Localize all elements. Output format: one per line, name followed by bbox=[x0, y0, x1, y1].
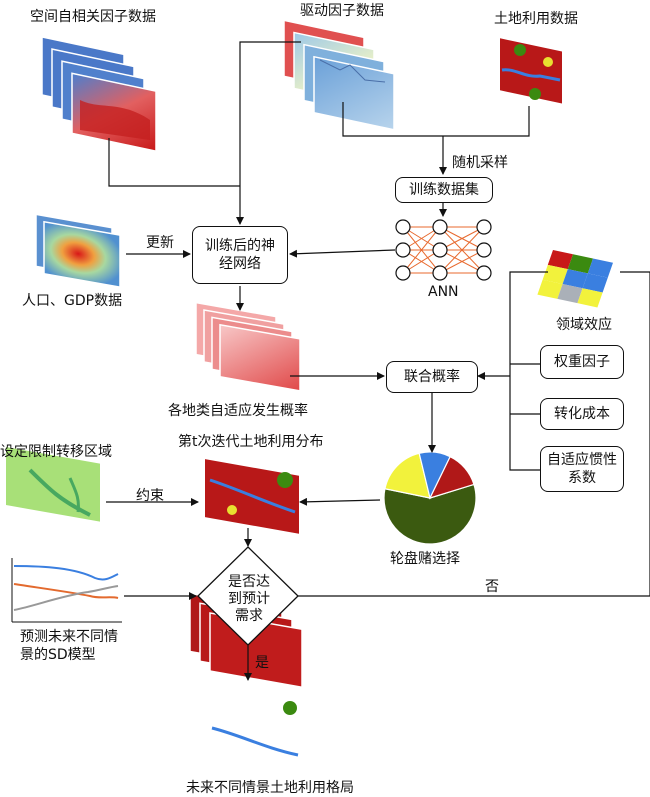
land-use-label: 土地利用数据 bbox=[494, 11, 578, 27]
iteration-map bbox=[205, 459, 299, 534]
roulette-label: 轮盘赌选择 bbox=[390, 551, 460, 567]
restricted-area-label: 设定限制转移区域 bbox=[0, 444, 112, 460]
conversion-cost-box: 转化成本 bbox=[540, 398, 624, 430]
occurrence-prob-label: 各地类自适应发生概率 bbox=[168, 403, 308, 419]
pop-gdp-label: 人口、GDP数据 bbox=[22, 293, 123, 309]
driving-factors-label: 驱动因子数据 bbox=[300, 3, 384, 19]
land-use-map bbox=[500, 38, 562, 104]
spatial-autocorr-label: 空间自相关因子数据 bbox=[30, 9, 156, 25]
pie-slice-0 bbox=[383, 483, 477, 545]
inertia-box: 自适应惯性系数 bbox=[540, 446, 624, 492]
constraint-label: 约束 bbox=[136, 488, 164, 504]
restricted-area-map bbox=[6, 447, 100, 522]
combined-prob-box: 联合概率 bbox=[386, 361, 478, 393]
decision-label: 是否达到预计需求 bbox=[228, 574, 270, 624]
ann-label: ANN bbox=[428, 284, 459, 300]
neighborhood-tile bbox=[537, 250, 613, 308]
sd-model-chart bbox=[11, 558, 122, 623]
pie-slice-1 bbox=[384, 452, 431, 499]
iteration-title: 第t次迭代土地利用分布 bbox=[178, 434, 324, 450]
roulette-pie-chart bbox=[383, 451, 477, 545]
connectors bbox=[106, 41, 650, 681]
sd-model-label: 预测未来不同情景的SD模型 bbox=[20, 629, 118, 663]
future-pattern-label: 未来不同情景土地利用格局 bbox=[186, 780, 354, 796]
update-label: 更新 bbox=[146, 235, 174, 251]
random-sampling-label: 随机采样 bbox=[452, 155, 508, 171]
yes-label: 是 bbox=[255, 655, 269, 671]
spatial-autocorr-maps bbox=[41, 36, 157, 153]
no-label: 否 bbox=[485, 579, 499, 595]
occurrence-prob-maps bbox=[195, 301, 301, 392]
trained-nn-label: 训练后的神经网络 bbox=[205, 238, 275, 272]
weight-factor-box: 权重因子 bbox=[540, 345, 624, 379]
pie-slice-3 bbox=[428, 455, 475, 499]
pop-gdp-maps bbox=[35, 213, 121, 289]
training-set-box: 训练数据集 bbox=[395, 177, 493, 203]
inertia-label: 自适应惯性系数 bbox=[547, 452, 617, 486]
ann-network bbox=[395, 219, 492, 281]
driving-factor-maps bbox=[283, 19, 395, 131]
trained-nn-box: 训练后的神经网络 bbox=[192, 226, 288, 284]
neighborhood-label: 领域效应 bbox=[556, 317, 612, 333]
